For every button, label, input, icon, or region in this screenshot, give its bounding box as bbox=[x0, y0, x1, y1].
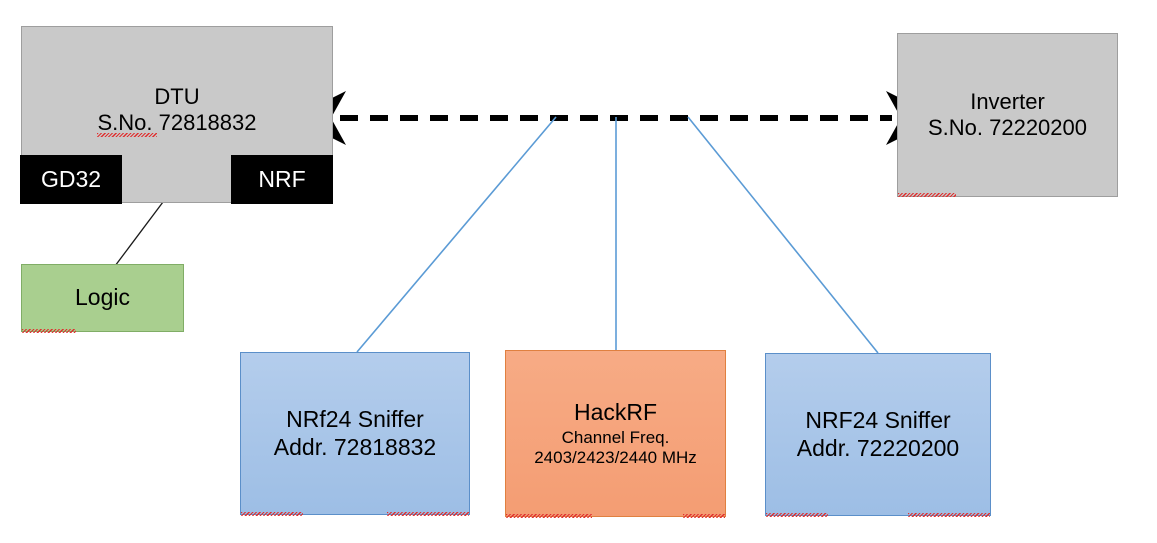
spellcheck-underline-icon bbox=[22, 329, 76, 333]
sniffer-left-tap bbox=[356, 116, 557, 353]
node-inverter[interactable]: Inverter S.No. 72220200 bbox=[897, 33, 1118, 197]
node-logic[interactable]: Logic bbox=[21, 264, 184, 333]
inverter-serial: S.No. 72220200 bbox=[898, 115, 1087, 197]
sniffer-right-title: NRF24 Sniffer bbox=[805, 407, 990, 517]
node-sniffer-right[interactable]: NRF24 Sniffer Addr. 72220200 bbox=[765, 353, 991, 517]
hackrf-title: HackRF bbox=[506, 399, 657, 518]
sniffer-right-address: Addr. 72220200 bbox=[766, 435, 959, 517]
hackrf-frequencies: 2403/2423/2440 MHz bbox=[534, 448, 697, 468]
logic-label: Logic bbox=[22, 284, 130, 333]
spellcheck-underline-icon bbox=[506, 514, 592, 518]
node-nrf[interactable]: NRF bbox=[231, 155, 333, 204]
node-hackrf[interactable]: HackRF Channel Freq. 2403/2423/2440 MHz bbox=[505, 350, 726, 518]
dtu-title: DTU bbox=[154, 84, 200, 109]
spellcheck-underline-icon bbox=[898, 193, 956, 197]
spellcheck-underline-icon bbox=[387, 512, 469, 516]
inverter-title: Inverter bbox=[970, 89, 1045, 115]
node-gd32[interactable]: GD32 bbox=[20, 155, 122, 204]
sniffer-left-title: NRf24 Sniffer bbox=[286, 406, 469, 516]
spellcheck-underline-icon bbox=[97, 132, 158, 137]
gd32-label: GD32 bbox=[40, 166, 102, 192]
node-sniffer-left[interactable]: NRf24 Sniffer Addr. 72818832 bbox=[240, 352, 470, 516]
spellcheck-underline-icon bbox=[241, 512, 303, 516]
spellcheck-underline-icon bbox=[683, 514, 725, 518]
nrf-label: NRF bbox=[258, 166, 306, 192]
spellcheck-underline-icon bbox=[908, 513, 990, 517]
dtu-serial: S.No. 72818832 bbox=[97, 109, 257, 137]
sniffer-right-tap bbox=[687, 116, 879, 354]
hackrf-channel-label: Channel Freq. bbox=[562, 428, 725, 518]
sniffer-left-address: Addr. 72818832 bbox=[241, 434, 436, 516]
spellcheck-underline-icon bbox=[766, 513, 828, 517]
